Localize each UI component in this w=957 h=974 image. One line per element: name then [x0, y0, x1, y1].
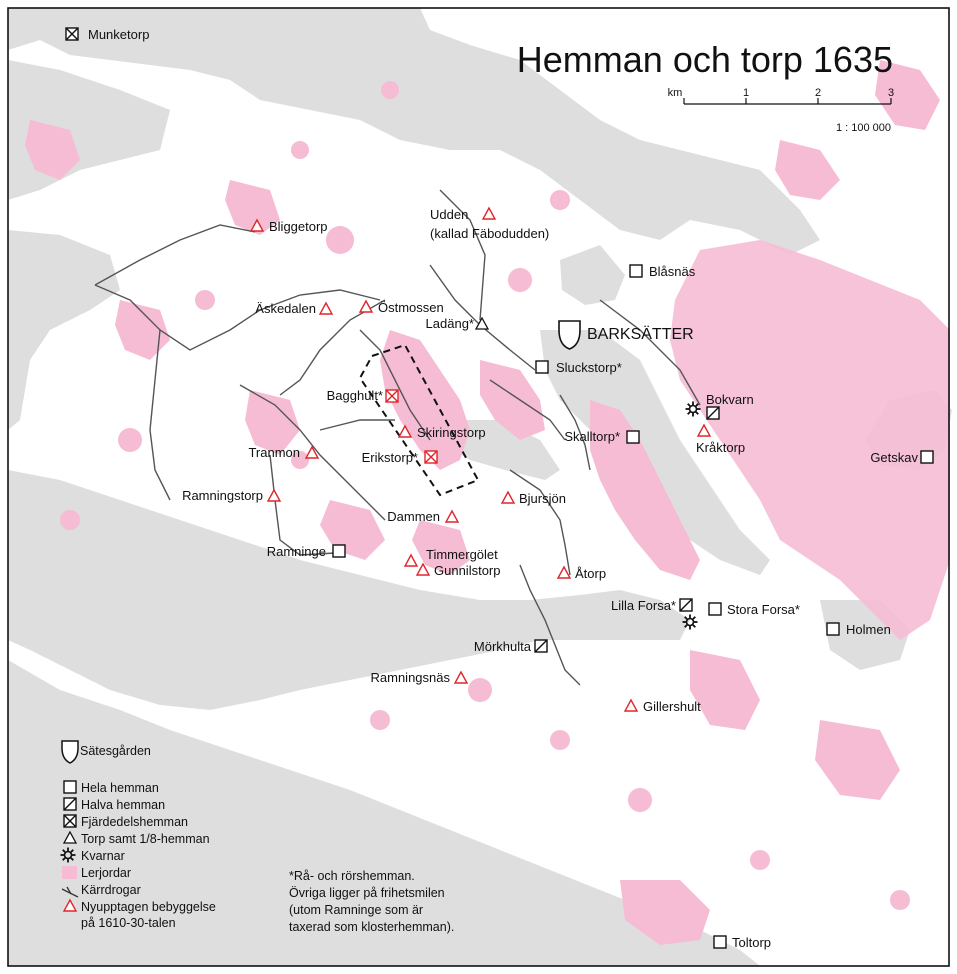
- label-skalltorp: Skalltorp*: [564, 429, 620, 444]
- square-icon: [626, 430, 640, 444]
- label-udden-note: (kallad Fäbodudden): [430, 226, 549, 241]
- label-gillershult: Gillershult: [643, 699, 701, 714]
- label-sluckstorp: Sluckstorp*: [556, 360, 622, 375]
- legend-label-clay: Lerjordar: [81, 866, 131, 880]
- legend-label-whole: Hela hemman: [81, 781, 159, 795]
- map-title: Hemman och torp 1635: [517, 39, 893, 80]
- label-lilla-forsa: Lilla Forsa*: [611, 598, 676, 613]
- legend-label-road: Kärrdrogar: [81, 883, 141, 897]
- label-holmen: Holmen: [846, 622, 891, 637]
- label-tranmon: Tranmon: [248, 445, 300, 460]
- label-ramninge: Ramninge: [267, 544, 326, 559]
- label-bliggetorp: Bliggetorp: [269, 219, 328, 234]
- label-blasnas: Blåsnäs: [649, 264, 696, 279]
- road-icon: [61, 886, 79, 898]
- legend: Sätesgården Hela hemman Halva hemman Fjä…: [59, 740, 216, 930]
- label-askedalen: Äskedalen: [255, 301, 316, 316]
- legend-label-quarter: Fjärdedelshemman: [81, 815, 188, 829]
- note-line-3: (utom Ramninge som är: [289, 903, 423, 917]
- legend-label-half: Halva hemman: [81, 798, 165, 812]
- scale-tick-1: 1: [743, 87, 749, 99]
- label-erikstorp: Erikstorp*: [362, 450, 418, 465]
- label-skiringstorp: Skiringstorp: [417, 425, 486, 440]
- legend-label-new-line2: på 1610-30-talen: [81, 916, 176, 930]
- note-line-1: *Rå- och rörshemman.: [289, 869, 415, 883]
- label-barksatter: BARKSÄTTER: [587, 325, 694, 343]
- label-getskav: Getskav: [870, 450, 918, 465]
- footnote: *Rå- och rörshemman. Övriga ligger på fr…: [289, 869, 454, 934]
- legend-label-torp: Torp samt 1/8-hemman: [81, 832, 210, 846]
- square-icon: [826, 622, 840, 636]
- dashed-boundary: [358, 343, 480, 497]
- label-toltorp: Toltorp: [732, 935, 771, 950]
- square-icon: [629, 264, 643, 278]
- label-timmergolet: Timmergölet: [426, 547, 498, 562]
- label-dammen: Dammen: [387, 509, 440, 524]
- label-ostmossen: Östmossen: [378, 300, 444, 315]
- clay-swatch-icon: [62, 866, 77, 879]
- quarter-square-icon: [424, 450, 438, 464]
- label-ramningstorp: Ramningstorp: [182, 488, 263, 503]
- label-bokvarn: Bokvarn: [706, 392, 754, 407]
- roads: [94, 189, 701, 686]
- label-gunnilstorp: Gunnilstorp: [434, 563, 500, 578]
- square-icon: [920, 450, 934, 464]
- legend-label-mill: Kvarnar: [81, 849, 125, 863]
- note-line-2: Övriga ligger på frihetsmilen: [289, 886, 445, 900]
- note-line-4: taxerad som klosterhemman).: [289, 920, 454, 934]
- quarter-square-icon: [385, 389, 399, 403]
- manor-shield-icon: [61, 740, 79, 764]
- legend-label-manor: Sätesgården: [80, 744, 151, 758]
- square-icon: [535, 360, 549, 374]
- label-munketorp: Munketorp: [88, 27, 149, 42]
- quarter-square-icon: [65, 27, 79, 41]
- half-square-icon: [63, 797, 77, 811]
- legend-label-new: Nyupptagen bebyggelse: [81, 900, 216, 914]
- half-square-icon: [706, 406, 720, 420]
- clay-areas: [25, 60, 950, 945]
- scale-bar: km 1 2 3 1 : 100 000: [668, 87, 894, 134]
- square-icon: [332, 544, 346, 558]
- scale-tick-3: 3: [888, 87, 894, 99]
- places: Munketorp Bliggetorp Udden (kallad Fäbod…: [65, 27, 934, 950]
- half-square-icon: [534, 639, 548, 653]
- map-border: [7, 7, 950, 967]
- label-bagghult: Bagghult*: [327, 388, 383, 403]
- label-ladang: Ladäng*: [426, 316, 474, 331]
- label-ramningsnas: Ramningsnäs: [371, 670, 451, 685]
- label-bjursjon: Bjursjön: [519, 491, 566, 506]
- label-kraktorp: Kråktorp: [696, 440, 745, 455]
- scale-tick-2: 2: [815, 87, 821, 99]
- quarter-square-icon: [63, 814, 77, 828]
- square-icon: [63, 780, 77, 794]
- label-stora-forsa: Stora Forsa*: [727, 602, 800, 617]
- square-icon: [708, 602, 722, 616]
- label-morkhulta: Mörkhulta: [474, 639, 532, 654]
- square-icon: [713, 935, 727, 949]
- label-udden: Udden: [430, 207, 468, 222]
- label-atorp: Åtorp: [575, 566, 606, 581]
- half-square-icon: [679, 598, 693, 612]
- manor-shield-icon: [558, 320, 581, 350]
- scale-ratio: 1 : 100 000: [836, 122, 891, 134]
- scale-unit: km: [668, 87, 683, 99]
